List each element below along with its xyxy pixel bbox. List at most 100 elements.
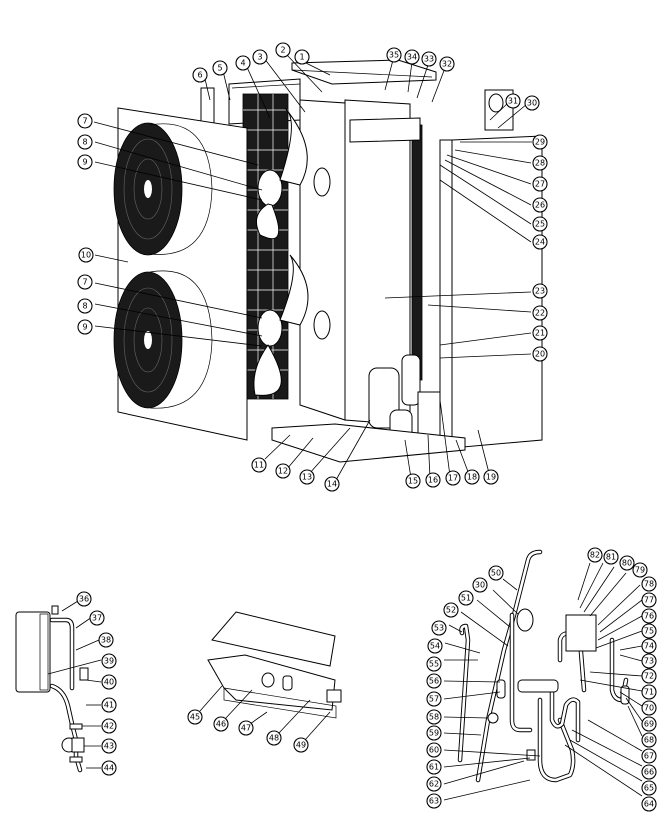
callout-label: 10 (81, 251, 91, 260)
callout-label: 21 (535, 329, 545, 338)
motor-support (299, 99, 346, 421)
base-tray (271, 423, 466, 463)
callout-18: 18 (464, 469, 480, 485)
callout-2: 2 (275, 42, 291, 58)
callout-label: 56 (429, 677, 439, 686)
callout-label: 72 (644, 672, 654, 681)
callout-45: 45 (187, 709, 203, 725)
callout-25: 25 (532, 216, 548, 232)
callout-72: 72 (641, 668, 657, 684)
callout-12: 12 (275, 463, 291, 479)
callout-label: 54 (430, 642, 440, 651)
callout-40: 40 (101, 674, 117, 690)
callout-8-upper: 8 (77, 134, 93, 150)
callout-label: 31 (508, 97, 518, 106)
callout-label: 15 (408, 477, 418, 486)
filter-drier (496, 679, 506, 699)
side-bracket (200, 87, 215, 125)
callout-label: 9 (82, 323, 87, 332)
callout-label: 20 (535, 350, 545, 359)
callout-label: 30 (527, 99, 537, 108)
callout-9-upper: 9 (77, 154, 93, 170)
callout-label: 74 (644, 642, 654, 651)
callout-70: 70 (641, 700, 657, 716)
callout-label: 17 (448, 474, 458, 483)
terminal-block (326, 689, 342, 703)
callout-26: 26 (532, 197, 548, 213)
callout-27: 27 (532, 176, 548, 192)
callout-75: 75 (641, 623, 657, 639)
callout-label: 77 (644, 596, 654, 605)
callout-label: 65 (644, 784, 654, 793)
callout-31: 31 (505, 93, 521, 109)
callout-30: 30 (524, 95, 540, 111)
callout-label: 47 (241, 724, 251, 733)
callout-label: 49 (296, 741, 306, 750)
callout-label: 27 (535, 180, 545, 189)
callout-label: 25 (535, 220, 545, 229)
pipe-union (69, 756, 83, 763)
callout-67: 67 (641, 748, 657, 764)
expansion-valve-coil (565, 614, 597, 652)
gas-liquid-separator (401, 354, 421, 406)
callout-label: 39 (104, 657, 114, 666)
flow-switch (79, 667, 89, 681)
plate-heat-exchanger (15, 611, 51, 693)
callout-1: 1 (294, 49, 310, 65)
callout-52: 52 (443, 602, 459, 618)
callout-16: 16 (425, 472, 441, 488)
callout-label: 69 (644, 720, 654, 729)
callout-label: 82 (590, 551, 600, 560)
callout-label: 73 (644, 657, 654, 666)
callout-71: 71 (641, 684, 657, 700)
callout-14: 14 (324, 476, 340, 492)
callout-48: 48 (266, 730, 282, 746)
air-vent-valve (51, 605, 59, 615)
callout-74: 74 (641, 638, 657, 654)
callout-label: 7 (82, 278, 87, 287)
callout-8-lower: 8 (77, 298, 93, 314)
callout-33: 33 (421, 51, 437, 67)
callout-77: 77 (641, 592, 657, 608)
callout-label: 60 (429, 746, 439, 755)
callout-38: 38 (98, 632, 114, 648)
callout-label: 59 (429, 729, 439, 738)
callout-label: 36 (79, 595, 89, 604)
callout-10: 10 (78, 247, 94, 263)
electric-box-top (349, 117, 421, 143)
callout-60: 60 (426, 742, 442, 758)
callout-43: 43 (101, 738, 117, 754)
callout-label: 32 (442, 60, 452, 69)
callout-label: 45 (190, 713, 200, 722)
callout-label: 66 (644, 768, 654, 777)
callout-11: 11 (251, 457, 267, 473)
callout-label: 76 (644, 612, 654, 621)
callout-label: 40 (104, 678, 114, 687)
callout-13: 13 (299, 469, 315, 485)
callout-66: 66 (641, 764, 657, 780)
pressure-gauge (516, 608, 534, 632)
callout-34: 34 (404, 49, 420, 65)
callout-label: 12 (278, 467, 288, 476)
callout-label: 2 (280, 46, 285, 55)
coil-fins (243, 94, 288, 399)
callout-label: 11 (254, 461, 264, 470)
callout-37: 37 (89, 610, 105, 626)
callout-46: 46 (213, 716, 229, 732)
callout-label: 81 (606, 553, 616, 562)
leader-lines (47, 54, 643, 801)
callout-label: 75 (644, 627, 654, 636)
callout-label: 78 (644, 580, 654, 589)
callout-label: 50 (491, 569, 501, 578)
pump-body (71, 737, 85, 753)
callout-49: 49 (293, 737, 309, 753)
electric-box-cover (211, 611, 336, 667)
callout-label: 8 (82, 138, 87, 147)
callout-label: 43 (104, 742, 114, 751)
callout-label: 1 (299, 53, 304, 62)
callout-label: 29 (535, 138, 545, 147)
water-circuit-assembly (15, 605, 89, 773)
callout-label: 9 (82, 158, 87, 167)
callout-label: 3 (257, 53, 262, 62)
